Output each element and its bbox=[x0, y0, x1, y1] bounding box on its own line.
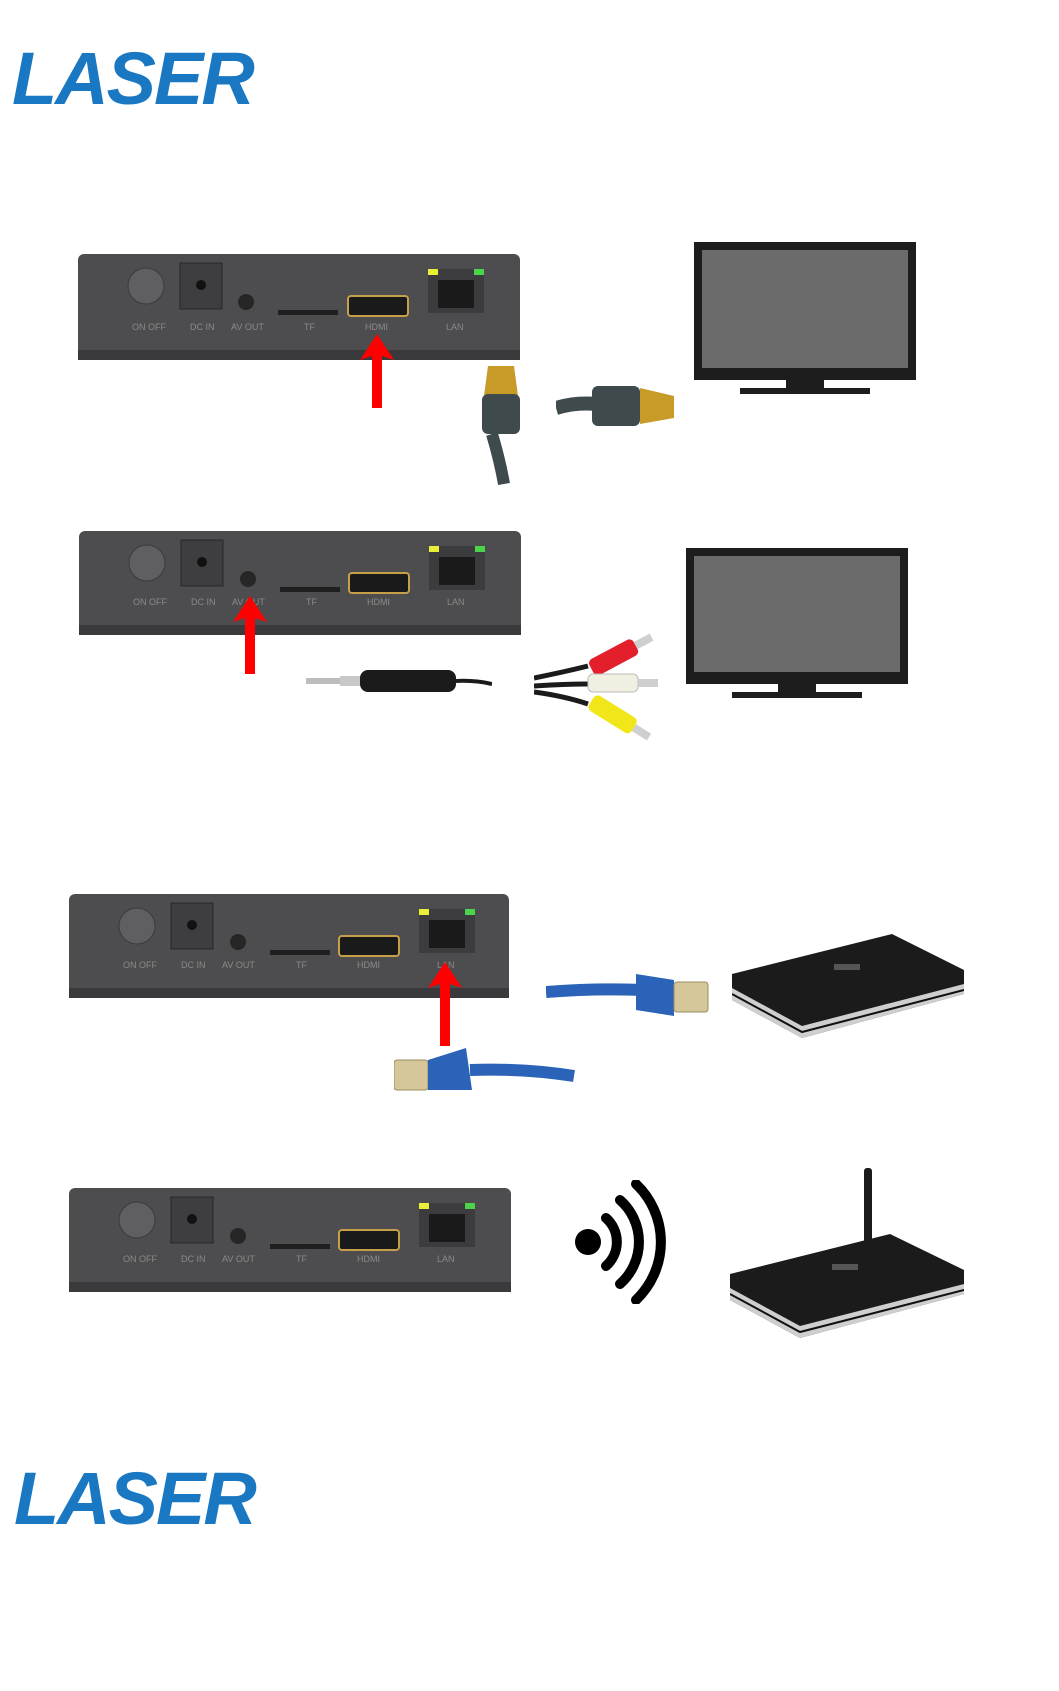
router-icon bbox=[732, 934, 964, 1038]
ethernet-cable-router-end-icon bbox=[546, 966, 712, 1022]
tf-label: TF bbox=[304, 322, 315, 332]
device-box-wifi: ON OFF DC IN AV OUT TF HDMI LAN bbox=[69, 1188, 511, 1292]
device-box-hdmi: ON OFF DC IN AV OUT TF HDMI LAN bbox=[78, 254, 520, 360]
av-out-label: AV OUT bbox=[222, 960, 255, 970]
hdmi-label: HDMI bbox=[357, 1254, 380, 1264]
lan-label: LAN bbox=[447, 597, 465, 607]
lan-label: LAN bbox=[437, 1254, 455, 1264]
av-cable-icon bbox=[306, 664, 492, 698]
device-box-av: ON OFF DC IN AV OUT TF HDMI LAN bbox=[79, 531, 521, 635]
lan-label: LAN bbox=[446, 322, 464, 332]
tv-icon bbox=[686, 548, 908, 700]
ethernet-cable-icon bbox=[394, 1040, 576, 1100]
dc-in-label: DC IN bbox=[181, 1254, 206, 1264]
av-out-label: AV OUT bbox=[231, 322, 264, 332]
on-off-label: ON OFF bbox=[123, 960, 157, 970]
hdmi-label: HDMI bbox=[357, 960, 380, 970]
on-off-label: ON OFF bbox=[133, 597, 167, 607]
hdmi-cable-icon bbox=[470, 366, 530, 486]
dc-in-label: DC IN bbox=[181, 960, 206, 970]
tf-label: TF bbox=[296, 1254, 307, 1264]
wifi-icon bbox=[568, 1180, 668, 1304]
red-arrow-icon bbox=[424, 958, 466, 1048]
dc-in-label: DC IN bbox=[191, 597, 216, 607]
hdmi-label: HDMI bbox=[367, 597, 390, 607]
tv-icon bbox=[694, 242, 916, 396]
hdmi-cable-tv-end-icon bbox=[556, 378, 676, 434]
on-off-label: ON OFF bbox=[123, 1254, 157, 1264]
on-off-label: ON OFF bbox=[132, 322, 166, 332]
tf-label: TF bbox=[296, 960, 307, 970]
router-icon bbox=[730, 1168, 964, 1338]
red-arrow-icon bbox=[229, 592, 271, 676]
red-arrow-icon bbox=[356, 330, 398, 410]
dc-in-label: DC IN bbox=[190, 322, 215, 332]
brand-logo-bottom: LASER bbox=[14, 1462, 255, 1536]
av-out-label: AV OUT bbox=[222, 1254, 255, 1264]
tf-label: TF bbox=[306, 597, 317, 607]
rca-cable-icon bbox=[534, 626, 670, 746]
brand-logo-top: LASER bbox=[12, 42, 253, 116]
